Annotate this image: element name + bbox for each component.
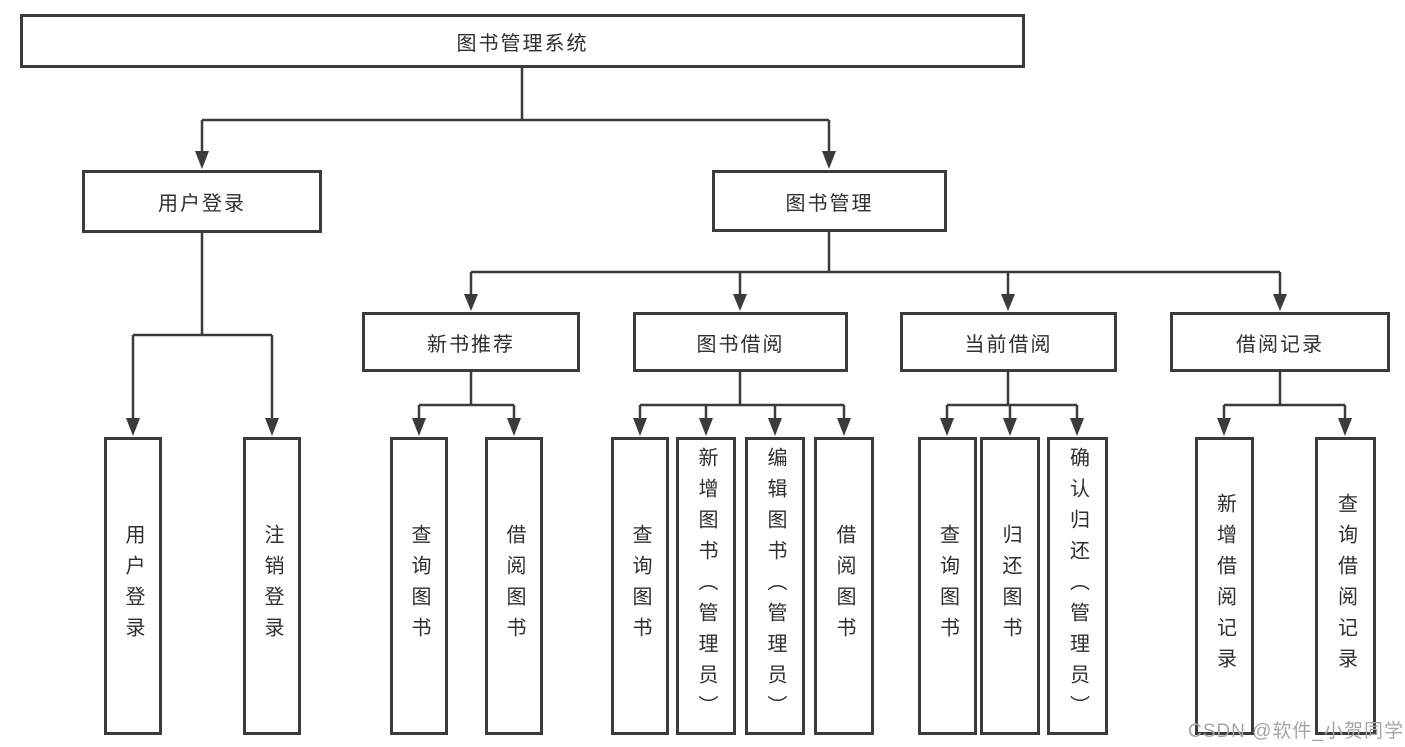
node-label: 借阅记录 (1236, 333, 1324, 356)
leaf-label: 用户登录 (122, 524, 144, 648)
leaf-borrow-books-recommend: 借阅图书 (485, 437, 543, 735)
node-user-login: 用户登录 (82, 170, 322, 233)
csdn-watermark: CSDN @软件_小贺同学 (1188, 721, 1404, 742)
leaf-label: 新增借阅记录 (1213, 493, 1236, 679)
leaf-add-books-admin: 新增图书（管理员） (676, 437, 736, 735)
leaf-label: 归还图书 (999, 524, 1021, 648)
leaf-label: 编辑图书（管理员） (764, 446, 786, 726)
leaf-label: 查询借阅记录 (1334, 493, 1357, 679)
node-book-management: 图书管理 (712, 170, 947, 232)
leaf-edit-books-admin: 编辑图书（管理员） (745, 437, 805, 735)
leaf-user-login: 用户登录 (104, 437, 162, 735)
leaf-label: 查询图书 (629, 524, 651, 648)
leaf-label: 新增图书（管理员） (695, 446, 717, 726)
leaf-label: 注销登录 (261, 524, 283, 648)
node-label: 用户登录 (158, 193, 246, 215)
leaf-label: 查询图书 (408, 524, 430, 648)
node-borrowing-records: 借阅记录 (1170, 312, 1390, 372)
leaf-query-books-recommend: 查询图书 (390, 437, 448, 735)
node-library-management-system: 图书管理系统 (20, 14, 1025, 68)
node-book-borrowing: 图书借阅 (633, 312, 848, 372)
node-new-book-recommend: 新书推荐 (362, 312, 580, 372)
leaf-borrow-books: 借阅图书 (814, 437, 874, 735)
node-label: 图书借阅 (696, 333, 785, 356)
leaf-label: 查询图书 (936, 524, 959, 648)
node-current-borrowing: 当前借阅 (900, 312, 1117, 372)
leaf-logout: 注销登录 (243, 437, 301, 735)
node-label: 新书推荐 (427, 333, 515, 356)
leaf-query-borrow-record: 查询借阅记录 (1315, 437, 1376, 735)
arrowheads (126, 151, 1352, 436)
leaf-query-books-borrow: 查询图书 (611, 437, 669, 735)
leaf-label: 借阅图书 (503, 524, 525, 648)
leaf-label: 借阅图书 (833, 524, 855, 648)
node-label: 图书管理系统 (456, 32, 589, 55)
node-label: 当前借阅 (964, 333, 1053, 356)
leaf-query-books-current: 查询图书 (918, 437, 977, 735)
leaf-label: 确认归还（管理员） (1066, 446, 1089, 726)
leaf-return-books: 归还图书 (980, 437, 1040, 735)
leaf-confirm-return-admin: 确认归还（管理员） (1047, 437, 1108, 735)
node-label: 图书管理 (785, 192, 874, 215)
leaf-add-borrow-record: 新增借阅记录 (1195, 437, 1254, 735)
